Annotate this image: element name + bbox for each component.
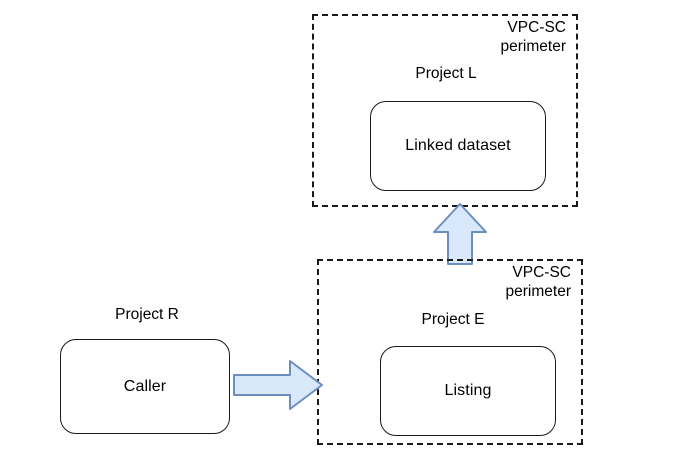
node-linked-dataset[interactable]: Linked dataset [370, 101, 546, 191]
vpc-sc-perimeter-project-e [317, 259, 583, 445]
node-caller[interactable]: Caller [60, 339, 230, 434]
arrow-caller-to-listing-icon [233, 360, 323, 410]
node-listing[interactable]: Listing [380, 346, 556, 436]
perimeter-label-top: VPC-SC perimeter [500, 19, 566, 55]
vpc-sc-perimeter-project-l [312, 14, 578, 207]
perimeter-label-bottom: VPC-SC perimeter [505, 264, 571, 300]
arrow-listing-to-linked-dataset-icon [433, 203, 487, 265]
project-label-l: Project L [415, 65, 477, 82]
project-label-e: Project E [421, 311, 485, 328]
node-caller-label: Caller [123, 377, 167, 395]
node-listing-label: Listing [444, 382, 492, 400]
node-linked-dataset-label: Linked dataset [405, 137, 511, 155]
project-label-r: Project R [115, 306, 179, 323]
